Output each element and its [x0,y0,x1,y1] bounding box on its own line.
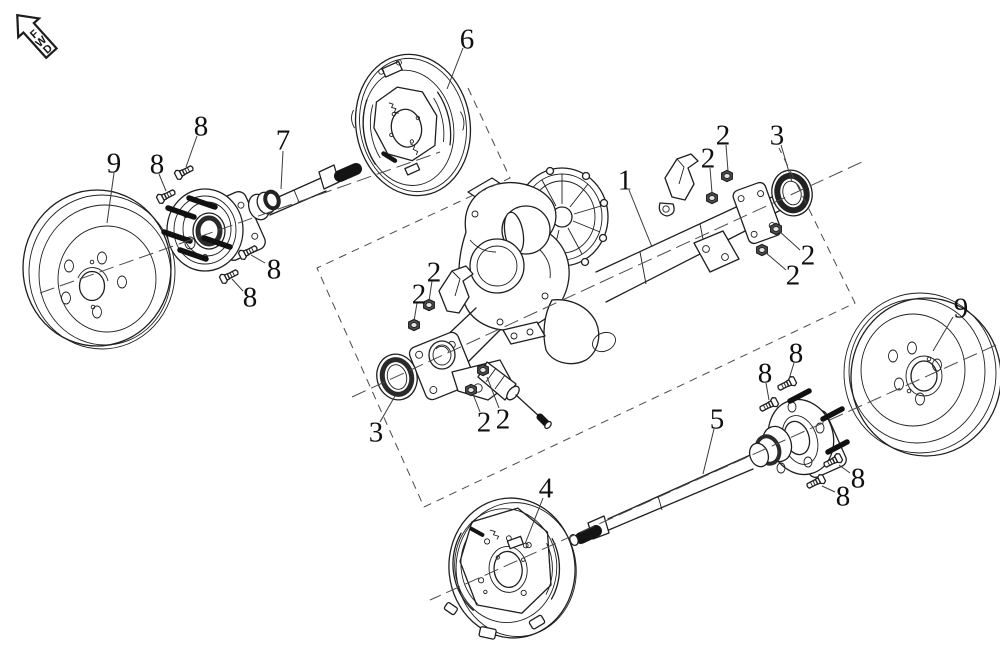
callout-leader-line [231,278,244,292]
callout-leader-line [932,316,954,352]
part-callout-6[interactable]: 6 [460,23,475,55]
part-callout-8[interactable]: 8 [150,148,165,180]
part-callout-2[interactable]: 2 [477,406,492,438]
part-callout-5[interactable]: 5 [710,403,725,435]
axle-shaft-right [569,451,758,546]
part-callout-8[interactable]: 8 [836,480,851,512]
brake-drum-left [22,189,176,350]
part-callout-8[interactable]: 8 [789,337,804,369]
part-callout-8[interactable]: 8 [243,281,258,313]
callout-leader-line [764,251,787,271]
brake-drum-right [843,292,1000,457]
spring-plate-right [693,230,740,273]
callout-leader-line [446,47,464,90]
wheel-hub-and-shaft-right [569,388,850,546]
part-callout-2[interactable]: 2 [786,259,801,291]
callout-leader-line [765,382,770,401]
callout-leader-line [250,254,266,264]
axle-housing-assembly [408,153,794,430]
brake-backing-plate-bottom [443,497,577,640]
wheel-hub-and-shaft-left [161,163,362,272]
callout-leader-line [185,135,198,168]
callout-leader-lines [106,47,954,545]
oil-seal-left [376,353,418,401]
callout-leader-line [379,395,396,423]
center-axis-right [429,344,997,601]
oil-seal-right [771,169,813,217]
callout-leader-line [280,150,284,190]
callout-leader-line [788,362,795,380]
mount-bracket-right [658,153,699,217]
center-axis-housing [351,161,863,398]
axle-tube-right [595,181,794,303]
part-callout-1[interactable]: 1 [618,164,633,196]
part-callout-8[interactable]: 8 [851,462,866,494]
callout-leader-line [524,497,544,545]
brake-backing-plate-top [351,53,472,197]
part-callout-2[interactable]: 2 [412,278,427,310]
callout-leader-line [413,302,418,322]
gearcase-front-housing [458,177,616,365]
part-callout-2[interactable]: 2 [496,403,511,435]
part-callout-3[interactable]: 3 [770,119,785,151]
mount-bracket-left [438,265,474,314]
wheel-studs-right [787,388,850,455]
part-callout-9[interactable]: 9 [107,147,122,179]
callout-leader-line [780,144,793,183]
part-callout-7[interactable]: 7 [276,124,291,156]
callout-leader-line [158,173,167,192]
center-axis-left [39,151,441,294]
part-callout-8[interactable]: 8 [758,357,773,389]
part-callout-2[interactable]: 2 [427,256,442,288]
part-callout-2[interactable]: 2 [701,142,716,174]
part-callout-9[interactable]: 9 [954,292,969,324]
fwd-arrow: F W D [16,13,59,60]
part-callout-2[interactable]: 2 [716,119,731,151]
callout-leader-line [428,280,433,302]
callout-leader-line [472,393,481,413]
callout-leader-line [838,464,851,474]
part-callout-3[interactable]: 3 [369,416,384,448]
part-callout-2[interactable]: 2 [801,239,816,271]
part-callout-8[interactable]: 8 [267,253,282,285]
callout-leader-line [778,230,801,251]
part-callout-4[interactable]: 4 [539,472,554,504]
callout-leader-line [702,428,715,475]
callout-leader-line [725,144,729,172]
callout-leader-line [628,189,653,248]
callout-leader-line [486,376,500,409]
axle-shaft-left [264,163,362,216]
callout-leader-line [106,172,115,224]
callout-leader-line [821,485,836,493]
construction-lines [39,87,997,601]
alignment-box [316,87,856,508]
callout-leader-line [709,167,713,194]
wheel-studs-left [161,195,233,262]
part-callout-8[interactable]: 8 [194,110,209,142]
